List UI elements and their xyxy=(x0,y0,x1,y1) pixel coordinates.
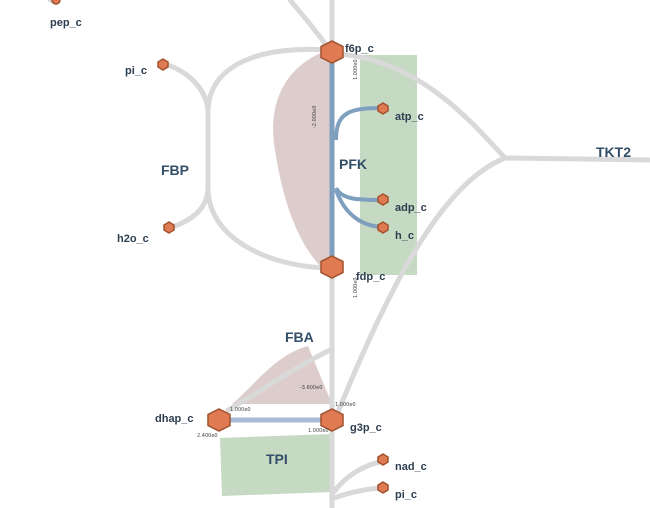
dhap-c-node[interactable] xyxy=(207,408,231,432)
fdp-c-node[interactable] xyxy=(320,255,344,279)
fba-flux-annotation: -3.600e0 xyxy=(300,385,322,391)
pep-c-node[interactable] xyxy=(51,0,61,5)
pi-c-top-label: pi_c xyxy=(125,65,147,77)
nad-c-node[interactable] xyxy=(377,453,389,466)
g3p-flux-annotation-a: 1.000e0 xyxy=(335,402,356,408)
h-c-label: h_c xyxy=(395,230,414,242)
pfk-flux-annotation-b: 1.000e0 xyxy=(353,59,359,80)
f6p-c-label: f6p_c xyxy=(345,43,374,55)
g3p-c-node[interactable] xyxy=(320,408,344,432)
reaction-label-pfk[interactable]: PFK xyxy=(339,156,367,172)
adp-c-node[interactable] xyxy=(377,193,389,206)
reaction-label-tpi[interactable]: TPI xyxy=(266,451,288,467)
atp-c-label: atp_c xyxy=(395,111,424,123)
reaction-label-fba[interactable]: FBA xyxy=(285,329,314,345)
g3p-flux-annotation-b: 1.000e0 xyxy=(308,428,329,434)
h2o-c-label: h2o_c xyxy=(117,233,149,245)
dhap-flux-annotation-b: 2.400e0 xyxy=(197,433,218,439)
f6p-c-node[interactable] xyxy=(320,40,344,64)
dhap-c-label: dhap_c xyxy=(155,413,194,425)
h2o-c-node[interactable] xyxy=(163,221,175,234)
pfk-reaction-path[interactable] xyxy=(329,55,383,265)
fdp-c-label: fdp_c xyxy=(356,271,385,283)
pi-c-bottom-node[interactable] xyxy=(377,481,389,494)
fbp-flux-area xyxy=(273,52,330,268)
pfk-flux-annotation-a: -2.000e0 xyxy=(312,106,318,128)
g3p-c-label: g3p_c xyxy=(350,422,382,434)
pfk-flux-area xyxy=(360,55,417,275)
fdp-flux-annotation: 1.000e0 xyxy=(353,277,359,298)
pi-c-bottom-label: pi_c xyxy=(395,489,417,501)
reaction-label-tkt2[interactable]: TKT2 xyxy=(596,144,631,160)
tpi-flux-area xyxy=(220,434,332,496)
pep-c-label: pep_c xyxy=(50,17,82,29)
h-c-node[interactable] xyxy=(377,221,389,234)
reaction-label-fbp[interactable]: FBP xyxy=(161,162,189,178)
pi-c-top-node[interactable] xyxy=(157,58,169,71)
dhap-flux-annotation-a: 1.000e0 xyxy=(230,407,251,413)
nad-c-label: nad_c xyxy=(395,461,427,473)
atp-c-node[interactable] xyxy=(377,102,389,115)
adp-c-label: adp_c xyxy=(395,202,427,214)
